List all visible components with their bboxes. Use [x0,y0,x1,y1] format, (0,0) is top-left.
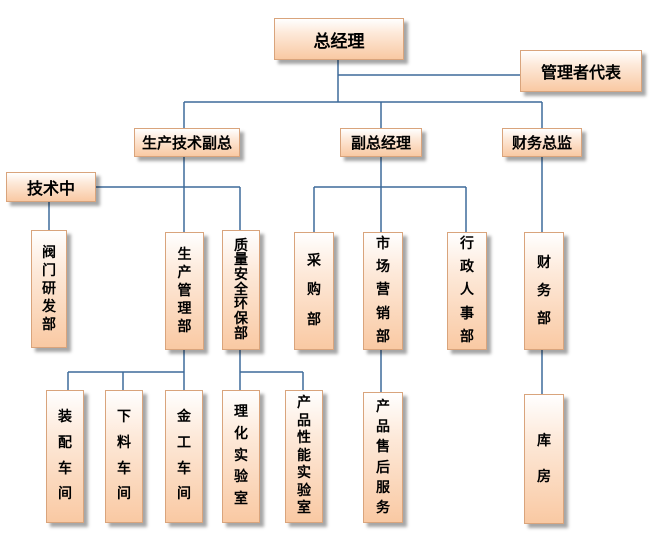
node-product-performance-lab: 产品性能实验室 [285,390,323,523]
node-blanking-workshop: 下料车间 [105,390,143,523]
node-purchasing-dept: 采购部 [294,232,334,350]
node-warehouse: 库房 [524,394,564,524]
node-marketing-dept: 市场营销部 [363,232,403,350]
node-general-manager: 总经理 [274,18,404,60]
node-finance-dept: 财务部 [524,232,564,350]
node-tech-center: 技术中 [6,172,96,202]
node-production-tech-vp: 生产技术副总 [134,128,240,157]
node-deputy-general-manager: 副总经理 [340,128,422,157]
node-production-mgmt-dept: 生产管理部 [165,232,204,350]
node-cfo: 财务总监 [502,128,582,157]
node-assembly-workshop: 装配车间 [46,390,84,523]
node-management-representative: 管理者代表 [520,50,642,92]
node-valve-rd-dept: 阀门研发部 [31,230,67,348]
node-admin-hr-dept: 行政人事部 [447,232,487,350]
node-physchem-lab: 理化实验室 [222,390,260,523]
node-quality-safety-env-dept: 质量安全环保部 [222,230,260,350]
node-after-sales-service: 产品售后服务 [363,392,403,523]
node-metalworking-workshop: 金工车间 [165,390,203,523]
